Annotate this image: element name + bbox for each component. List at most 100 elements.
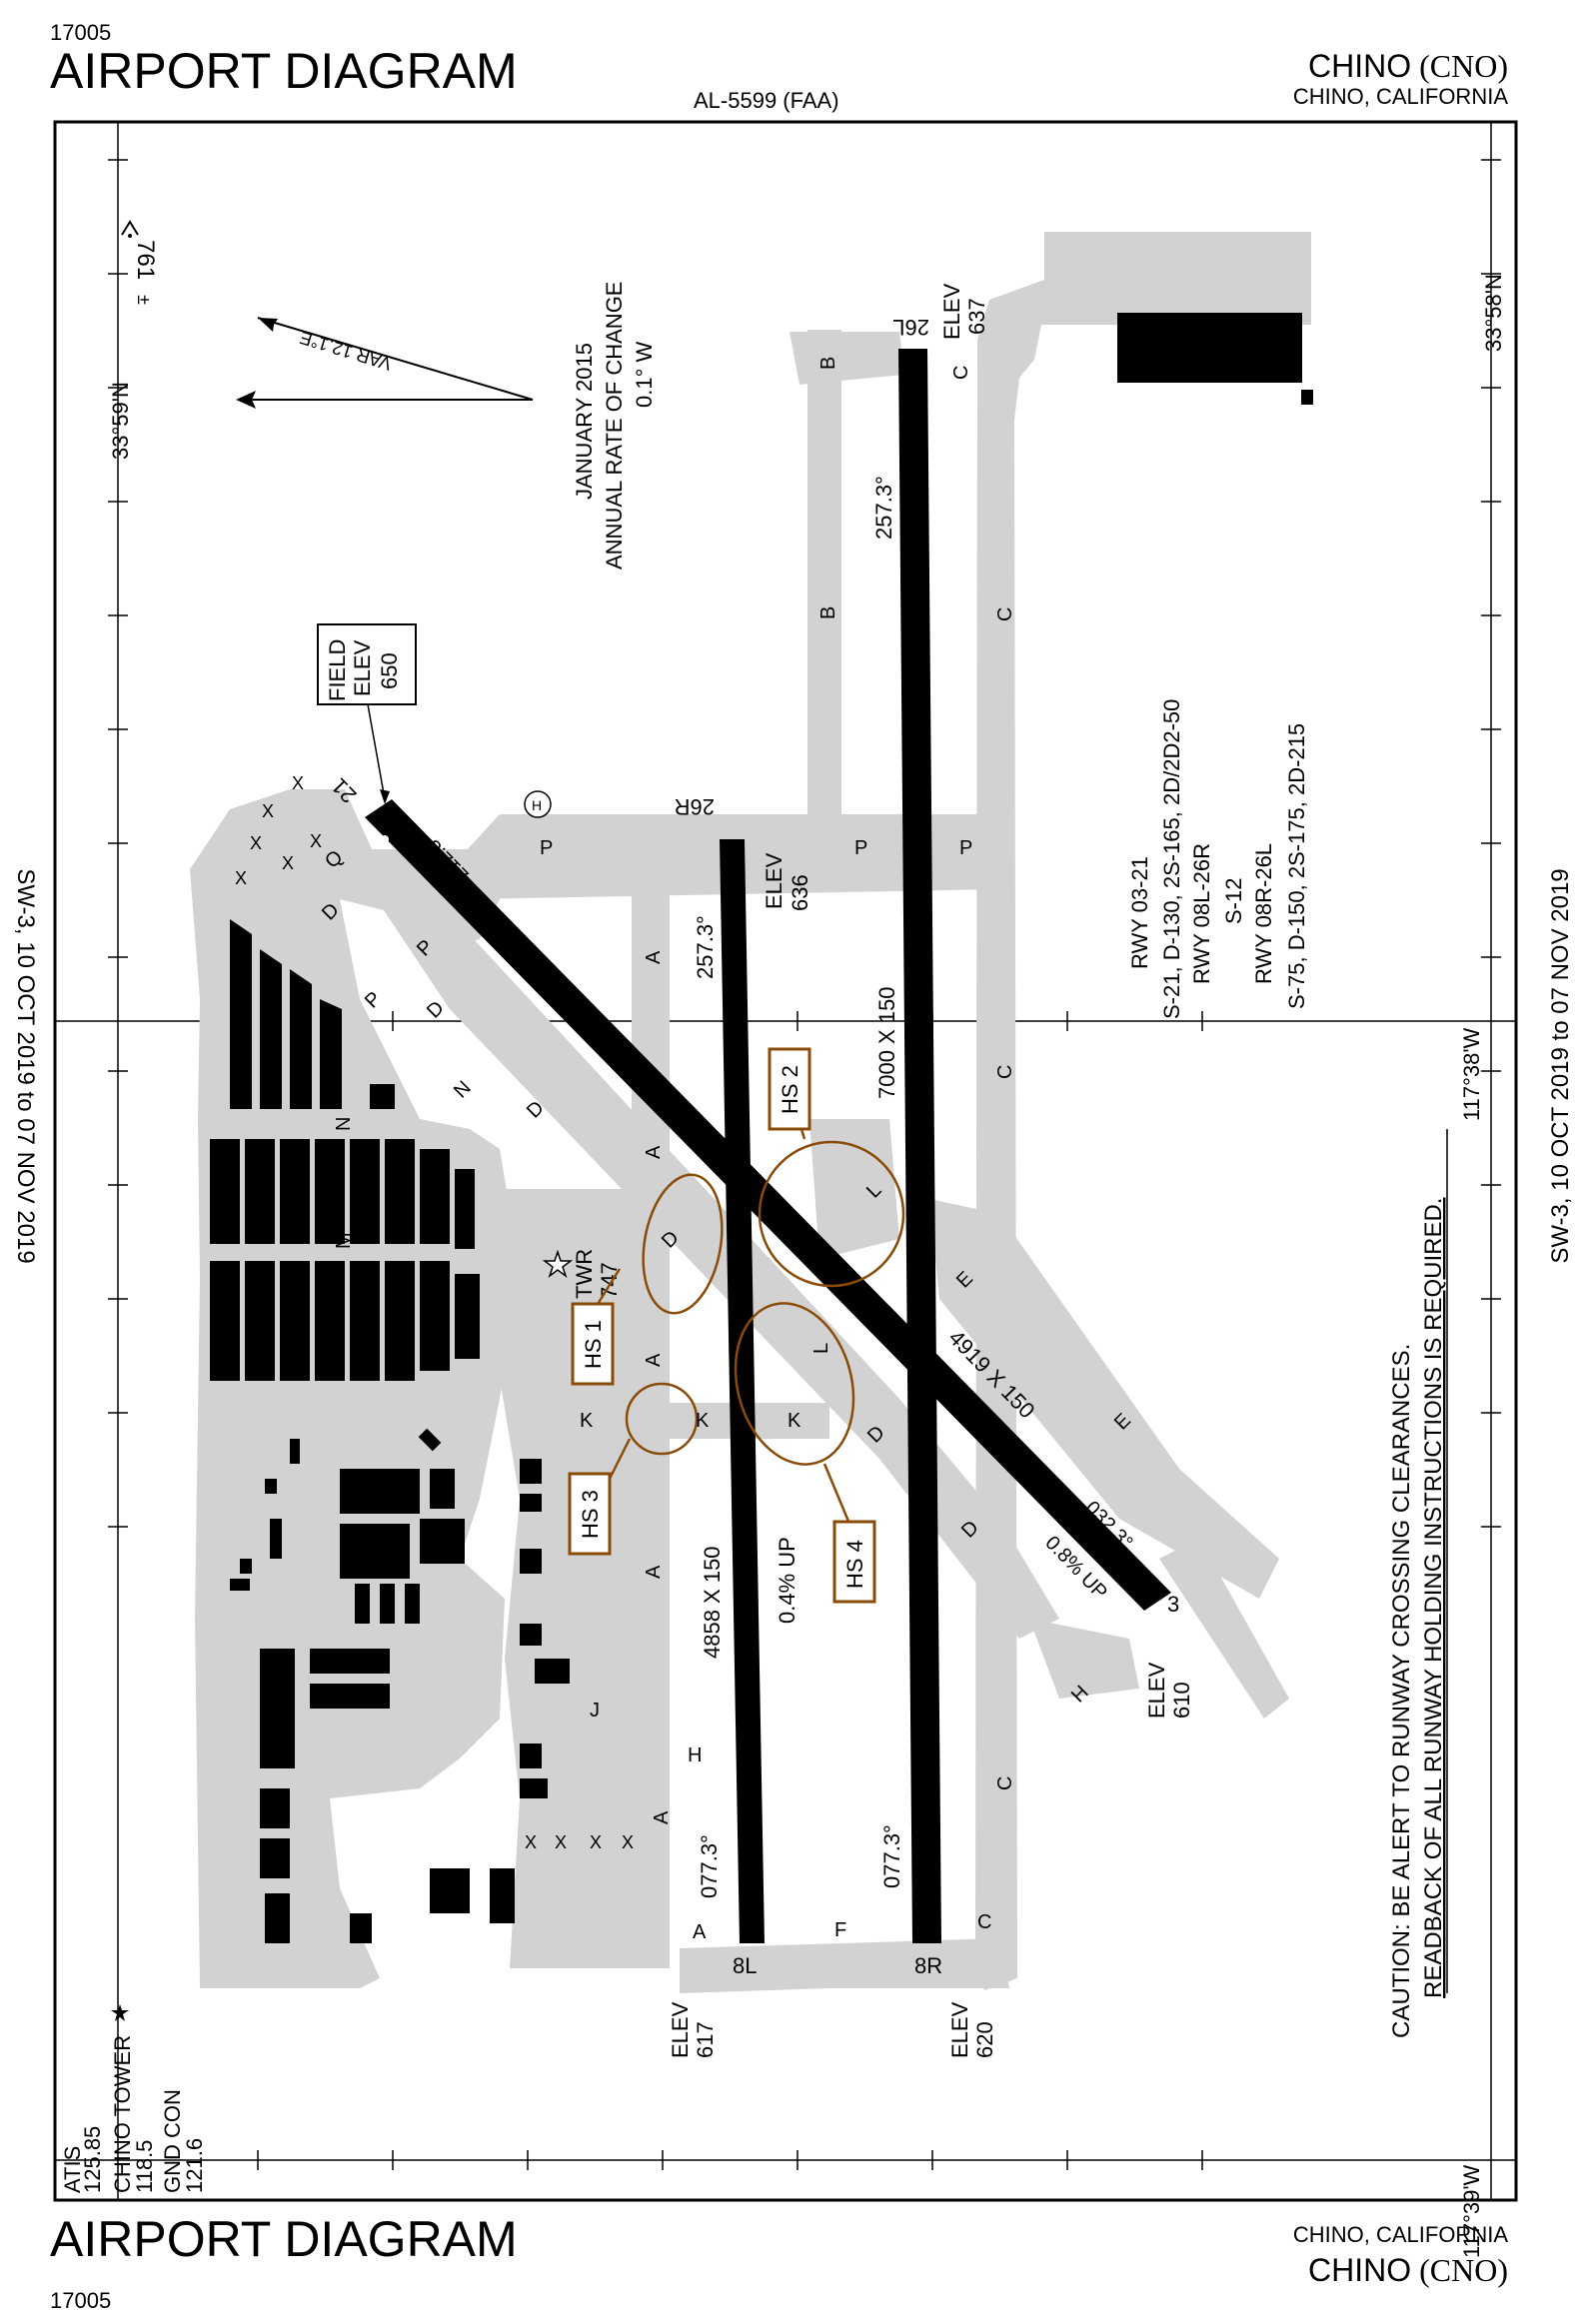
variation-label: VAR 12.1°E: [297, 328, 394, 375]
obstacle-height: 761: [132, 240, 159, 280]
hangar-m3: [280, 1139, 310, 1244]
hangar-m7: [420, 1149, 450, 1244]
footer-airport-name-text: CHINO: [1308, 2252, 1412, 2288]
x-mark-3: X: [282, 853, 294, 873]
runways: [365, 349, 1171, 1943]
footer-chart-number: 17005: [50, 2288, 112, 2313]
bldg-w2: [310, 1649, 390, 1674]
taxiway-label-n2: N: [450, 1077, 476, 1103]
runway-08l-26r: [720, 839, 765, 1943]
chart-number: 17005: [50, 20, 112, 45]
rwy-8l-label: 8L: [733, 1953, 757, 1978]
bldg-tiny2: [240, 1559, 252, 1574]
x-mark-10: X: [622, 1832, 634, 1852]
hangar-s5: [350, 1261, 380, 1381]
bldg-tiny5: [290, 1439, 300, 1464]
hotspot-4-leader: [822, 1463, 851, 1525]
hangar-m1: [210, 1139, 240, 1244]
hotspot-1-box: [571, 1302, 615, 1386]
bldg-w3: [310, 1684, 390, 1709]
hotspot-3-ring: [625, 1382, 699, 1456]
x-mark-2: X: [262, 801, 274, 821]
strength-line-1: RWY 03-21: [1127, 856, 1152, 969]
hangar-row-1: [230, 919, 252, 1109]
bldg-sw1: [260, 1788, 290, 1828]
bldg-c5: [535, 1659, 570, 1684]
bldg-w5: [380, 1584, 395, 1624]
rwy-26l-heading: 257.3°: [871, 476, 896, 540]
rwy-8r-elev-label: ELEV: [947, 2001, 972, 2058]
strength-line-3: RWY 08L-26R: [1189, 843, 1214, 984]
hotspot-4-box: [832, 1520, 876, 1604]
buildings: [210, 313, 1313, 1943]
comm-gnd-freq: 121.6: [182, 2138, 207, 2193]
hangar-m8: [455, 1169, 475, 1249]
bldg-tiny3: [270, 1519, 282, 1559]
airport-code: (CNO): [1419, 48, 1508, 84]
footer-city-state: CHINO, CALIFORNIA: [1292, 2222, 1508, 2247]
taxiway-label-h1: H: [688, 1744, 702, 1766]
pad-l: [809, 1119, 899, 1259]
communications: ATIS 125.85 CHINO TOWER 118.5 GND CON 12…: [60, 2035, 207, 2193]
chart-id: AL-5599 (FAA): [694, 88, 839, 113]
hotspot-3-leader: [608, 1438, 632, 1480]
comm-tower-freq: 118.5: [132, 2140, 157, 2193]
hangar-s7: [420, 1261, 450, 1371]
city-state: CHINO, CALIFORNIA: [1292, 84, 1508, 109]
comm-tower-label: CHINO TOWER: [110, 2035, 135, 2193]
bldg-w4: [355, 1584, 370, 1624]
hotspot-boxes: [568, 1047, 876, 1604]
x-mark-9: X: [590, 1832, 602, 1852]
bldg-sw3: [265, 1893, 290, 1943]
hotspot-1-leader: [593, 1268, 622, 1310]
hangar-s1: [210, 1261, 240, 1381]
hangar-s3: [280, 1261, 310, 1381]
x-mark-6: X: [310, 831, 322, 851]
taxiway-c: [984, 400, 1014, 1968]
strength-line-4: S-12: [1221, 878, 1246, 924]
map-frame: [53, 120, 1518, 2202]
taxiway-label-k1: K: [580, 1410, 594, 1432]
bldg-w1: [260, 1649, 295, 1768]
taxiway-label-j: J: [590, 1700, 600, 1722]
taxiway-d: [350, 859, 1059, 1639]
airport-name-text: CHINO: [1308, 48, 1412, 84]
hangar-m6: [385, 1139, 415, 1244]
taxiway-k: [540, 1403, 829, 1439]
bldg-sw4: [430, 1868, 470, 1913]
taxiway-e: [929, 1199, 1279, 1599]
closed-marks: X X X X X X X X X X: [235, 773, 634, 1852]
rwy-3-elev-label: ELEV: [1144, 1662, 1169, 1719]
hangar-s8: [455, 1274, 480, 1359]
terminal-3: [340, 1524, 410, 1579]
field-elev-line1: FIELD: [325, 639, 350, 701]
terminal-2: [430, 1469, 455, 1509]
hotspot-2-box: [768, 1047, 811, 1131]
variation-date: JANUARY 2015: [572, 343, 597, 500]
rwy-8r-elev: 620: [972, 2021, 997, 2058]
taxiway-label-a5: A: [651, 1810, 673, 1824]
rwy-8r-heading: 077.3°: [879, 1824, 904, 1888]
bldg-c6: [520, 1743, 542, 1768]
footer-airport-code: (CNO): [1419, 2252, 1508, 2288]
field-elev-value: 650: [377, 652, 402, 689]
chart-title: AIRPORT DIAGRAM: [50, 43, 518, 99]
rwy-26r-elev: 636: [788, 874, 812, 911]
runway-21-threshold-light: [381, 835, 389, 843]
x-mark-1: X: [292, 773, 304, 793]
taxiway-label-m: M: [333, 1232, 355, 1249]
hangar-row-3: [290, 969, 312, 1109]
hotspot-2-ring: [758, 1140, 905, 1288]
taxiway-label-c1: C: [950, 366, 972, 380]
variation-rate-title: ANNUAL RATE OF CHANGE: [602, 282, 627, 570]
hotspot-labels: HS 1 HS 2 HS 3 HS 4: [578, 1065, 867, 1589]
taxiway-label-c2: C: [994, 607, 1016, 621]
magnetic-arrow-icon: [257, 317, 534, 401]
rwy-26l-elev-label: ELEV: [939, 283, 964, 340]
rwy-8l-elev-label: ELEV: [668, 2001, 693, 2058]
runway-03-21: [365, 799, 1171, 1611]
hotspot-3-box: [568, 1472, 612, 1556]
rwy-26r-elev-label: ELEV: [762, 852, 787, 909]
airport-name: CHINO (CNO): [1308, 48, 1508, 85]
